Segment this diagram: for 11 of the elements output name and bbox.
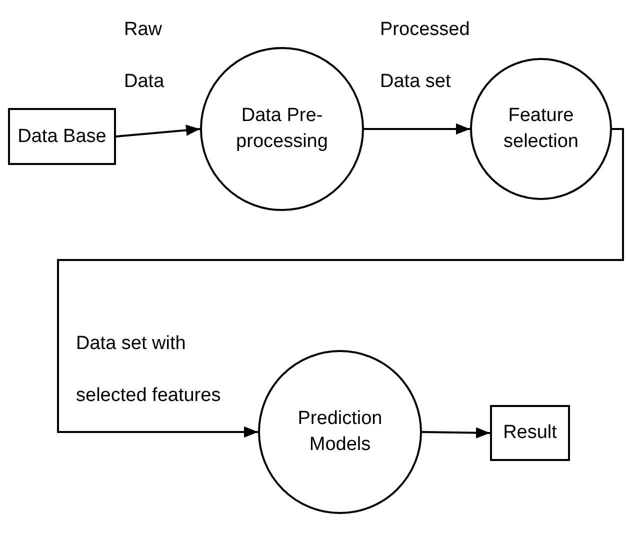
node-label: Result	[503, 421, 557, 445]
data-box	[8, 108, 116, 165]
node-label: Data Base	[18, 124, 106, 148]
node-label: Prediction Models	[296, 407, 384, 457]
node-label: Data Pre-processing	[235, 104, 329, 154]
data-box	[490, 405, 570, 461]
arrow	[364, 123, 470, 135]
arrow	[57, 128, 624, 438]
node-label: Feature selection	[502, 104, 580, 154]
arrow	[116, 124, 200, 138]
arrow	[422, 427, 490, 438]
